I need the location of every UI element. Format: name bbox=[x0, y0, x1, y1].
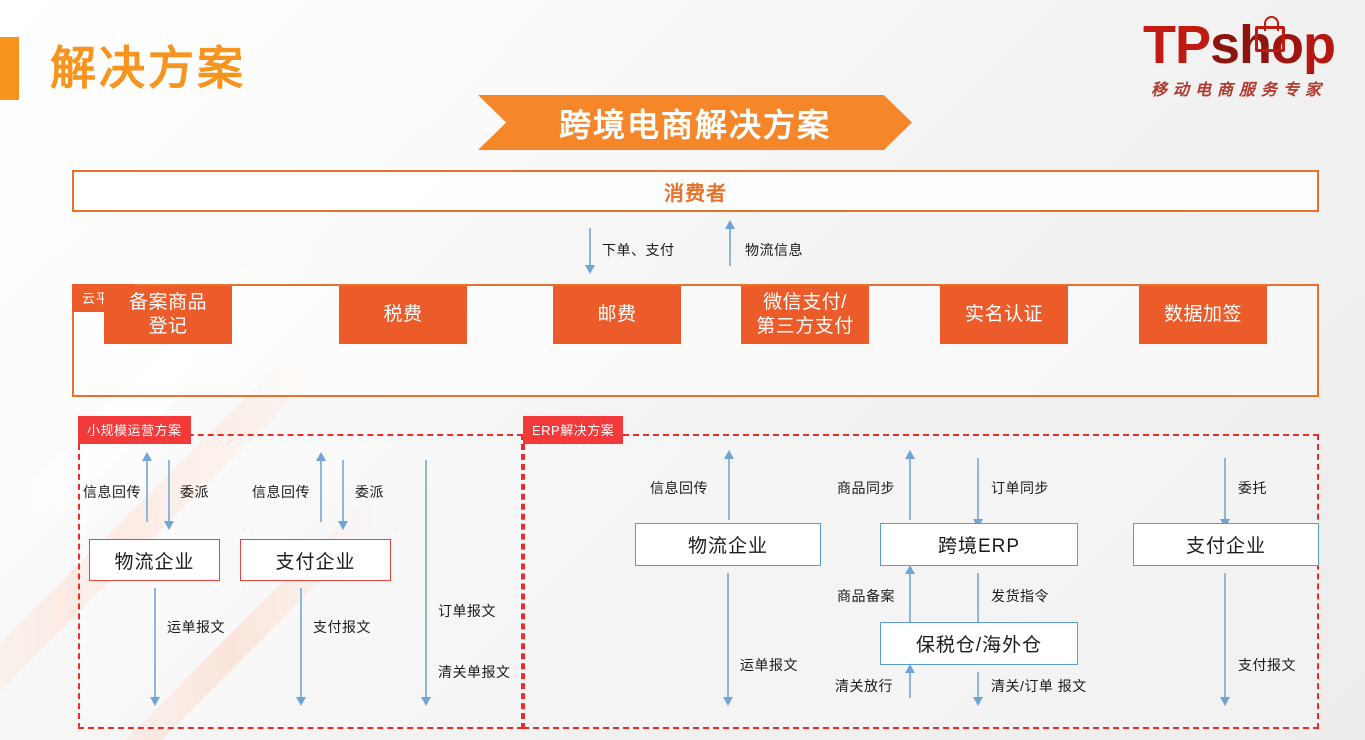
logo-wordmark: TPshop bbox=[1129, 16, 1349, 74]
cloud-box-realname-auth-line1: 实名认证 bbox=[964, 304, 1043, 325]
cloud-box-payment-line1: 微信支付/ bbox=[763, 292, 847, 313]
label-customs-release: 清关放行 bbox=[835, 678, 893, 694]
small-box-payment-enterprise-label: 支付企业 bbox=[275, 551, 356, 573]
small-box-payment-enterprise[interactable]: 支付企业 bbox=[240, 539, 391, 581]
panel-small-scale-tab: 小规模运营方案 bbox=[78, 416, 191, 444]
logo-text-tp: TP bbox=[1142, 15, 1211, 75]
cloud-box-postage[interactable]: 邮费 bbox=[553, 286, 681, 344]
cloud-box-product-record[interactable]: 备案商品 登记 bbox=[104, 286, 232, 344]
label-erp-payment-message: 支付报文 bbox=[1238, 657, 1296, 673]
erp-box-payment-enterprise-label: 支付企业 bbox=[1185, 536, 1266, 557]
label-customs-message: 清关单报文 bbox=[438, 664, 511, 680]
panel-erp-solution: ERP解决方案 信息回传 物流企业 运单报文 商品同步 订单同步 跨境ERP 商… bbox=[523, 416, 1319, 729]
arrow-dispatch-2 bbox=[338, 460, 348, 530]
erp-box-logistics-enterprise-label: 物流企业 bbox=[687, 536, 768, 557]
logo-tagline: 移动电商服务专家 bbox=[1150, 80, 1327, 99]
arrow-customs-order-message bbox=[973, 672, 983, 706]
label-ship-order: 发货指令 bbox=[991, 588, 1049, 604]
arrow-info-return-2 bbox=[316, 452, 326, 522]
arrow-logistics-info bbox=[725, 220, 735, 266]
cloud-box-data-signing[interactable]: 数据加签 bbox=[1139, 286, 1267, 344]
label-entrust: 委托 bbox=[1238, 480, 1267, 496]
arrow-waybill-message-left bbox=[150, 588, 160, 706]
cloud-box-data-signing-line1: 数据加签 bbox=[1163, 304, 1242, 325]
arrow-payment-message-left bbox=[296, 588, 306, 706]
arrow-customs-release bbox=[905, 664, 915, 698]
label-info-return-1: 信息回传 bbox=[83, 484, 141, 500]
erp-box-cross-border-erp[interactable]: 跨境ERP bbox=[880, 523, 1078, 566]
arrow-erp-info-return bbox=[724, 450, 734, 520]
label-dispatch-1: 委派 bbox=[180, 484, 209, 500]
logo-text-s: s bbox=[1209, 15, 1240, 75]
cloud-box-tax-line1: 税费 bbox=[383, 304, 423, 325]
arrow-order-payment bbox=[585, 228, 595, 274]
cloud-box-payment[interactable]: 微信支付/ 第三方支付 bbox=[741, 286, 869, 344]
cloud-platform-panel: 云平台 备案商品 登记 税费 邮费 微信支付/ 第三方支付 实名认证 数据加签 bbox=[72, 284, 1319, 397]
consumer-box: 消费者 bbox=[72, 170, 1319, 212]
arrow-goods-record bbox=[905, 565, 915, 627]
arrow-order-sync bbox=[973, 458, 983, 528]
cloud-box-product-record-line2: 登记 bbox=[148, 316, 188, 337]
cloud-box-postage-line1: 邮费 bbox=[597, 304, 637, 325]
label-order-message: 订单报文 bbox=[438, 603, 496, 619]
label-dispatch-2: 委派 bbox=[355, 484, 384, 500]
panel-small-scale: 小规模运营方案 信息回传 委派 物流企业 运单报文 信息回传 委派 支付企业 支… bbox=[78, 416, 523, 729]
cloud-box-product-record-line1: 备案商品 bbox=[128, 292, 207, 313]
erp-box-payment-enterprise[interactable]: 支付企业 bbox=[1133, 523, 1319, 566]
label-customs-order-message: 清关/订单 报文 bbox=[991, 678, 1087, 694]
cloud-box-tax[interactable]: 税费 bbox=[339, 286, 467, 344]
panel-erp-solution-tab: ERP解决方案 bbox=[523, 416, 624, 444]
label-info-return-2: 信息回传 bbox=[252, 484, 310, 500]
cloud-box-payment-line2: 第三方支付 bbox=[756, 316, 854, 337]
small-box-logistics-enterprise-label: 物流企业 bbox=[114, 551, 195, 573]
label-waybill-message-left: 运单报文 bbox=[167, 619, 225, 635]
consumer-label: 消费者 bbox=[664, 182, 727, 205]
logo-text-p: p bbox=[1303, 15, 1336, 75]
erp-box-logistics-enterprise[interactable]: 物流企业 bbox=[635, 523, 821, 566]
section-banner: 跨境电商解决方案 bbox=[478, 95, 912, 150]
label-goods-record: 商品备案 bbox=[837, 588, 895, 604]
erp-box-bonded-warehouse[interactable]: 保税仓/海外仓 bbox=[880, 622, 1078, 665]
shopping-bag-icon bbox=[1255, 16, 1285, 52]
small-box-logistics-enterprise[interactable]: 物流企业 bbox=[89, 539, 220, 581]
label-logistics-info: 物流信息 bbox=[745, 242, 803, 258]
arrow-erp-waybill-message bbox=[723, 573, 733, 706]
arrow-erp-payment-message bbox=[1220, 573, 1230, 706]
header-accent-bar bbox=[0, 37, 19, 100]
arrow-ship-order bbox=[973, 573, 983, 635]
cloud-box-realname-auth[interactable]: 实名认证 bbox=[940, 286, 1068, 344]
arrow-goods-sync bbox=[905, 450, 915, 520]
arrow-entrust bbox=[1220, 458, 1230, 528]
page-title: 解决方案 bbox=[50, 42, 246, 94]
logo: TPshop 移动电商服务专家 bbox=[1129, 14, 1349, 106]
erp-box-cross-border-erp-label: 跨境ERP bbox=[937, 536, 1021, 557]
section-banner-label: 跨境电商解决方案 bbox=[558, 106, 831, 143]
label-order-sync: 订单同步 bbox=[991, 480, 1049, 496]
arrow-dispatch-1 bbox=[164, 460, 174, 530]
label-payment-message-left: 支付报文 bbox=[313, 619, 371, 635]
label-goods-sync: 商品同步 bbox=[837, 480, 895, 496]
erp-box-bonded-warehouse-label: 保税仓/海外仓 bbox=[915, 635, 1043, 656]
label-erp-info-return: 信息回传 bbox=[650, 480, 708, 496]
label-order-payment: 下单、支付 bbox=[602, 242, 675, 258]
arrow-order-customs-message bbox=[421, 460, 431, 706]
label-erp-waybill-message: 运单报文 bbox=[740, 657, 798, 673]
arrow-info-return-1 bbox=[142, 452, 152, 522]
